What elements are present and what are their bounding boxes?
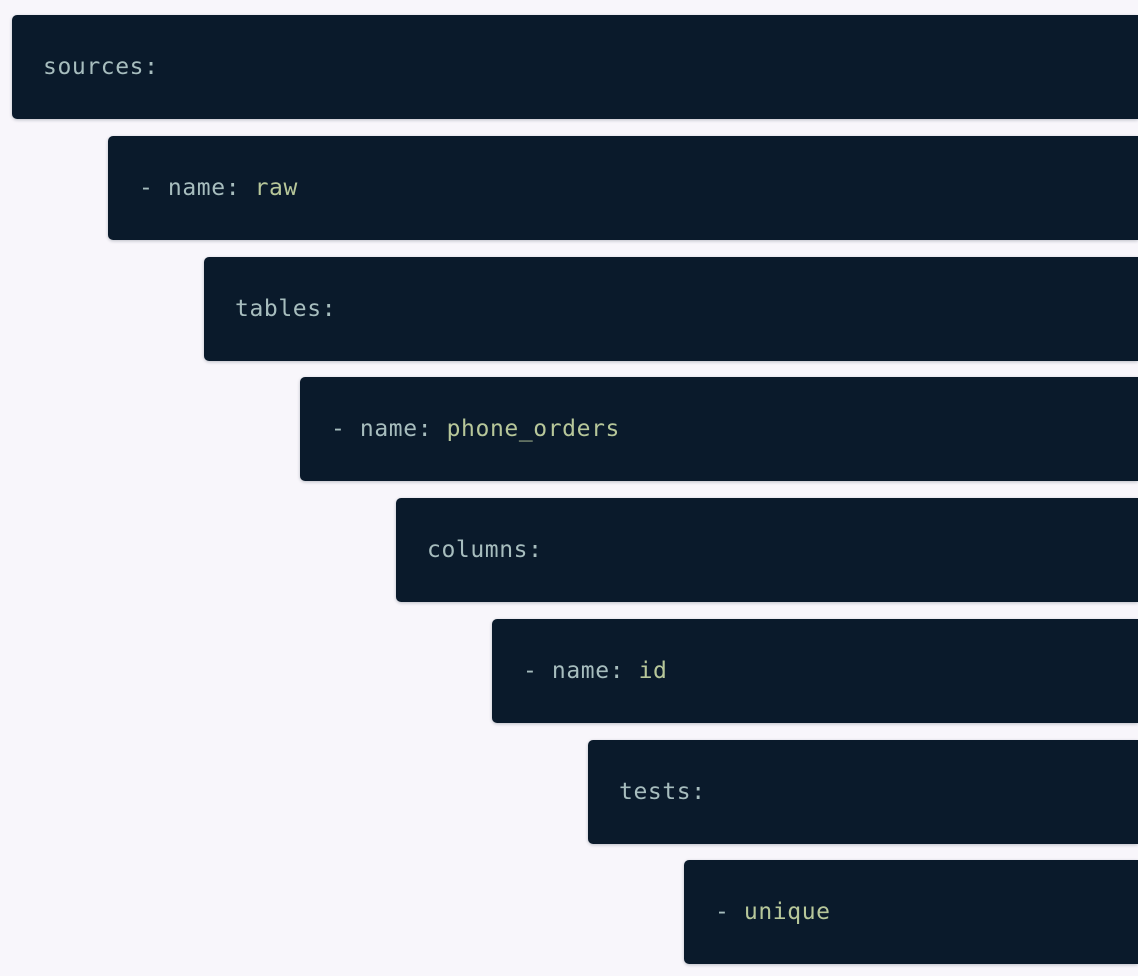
yaml-dash: - (331, 416, 360, 442)
yaml-line-columns: columns: (396, 498, 1138, 602)
yaml-line-table-name: - name: phone_orders (300, 377, 1138, 481)
yaml-key: tests (619, 779, 692, 805)
yaml-key: columns (427, 537, 529, 563)
yaml-value: unique (743, 899, 831, 925)
yaml-colon: : (528, 537, 543, 563)
yaml-line-tables: tables: (204, 257, 1138, 361)
yaml-value: phone_orders (446, 416, 620, 442)
yaml-line-column-name: - name: id (492, 619, 1138, 723)
yaml-key: name (551, 658, 610, 684)
yaml-colon: : (609, 658, 639, 684)
yaml-line-test-unique: - unique (684, 860, 1138, 964)
yaml-key: name (359, 416, 418, 442)
yaml-key: tables (235, 296, 322, 322)
yaml-line-sources: sources: (12, 15, 1138, 119)
yaml-value: raw (254, 175, 298, 201)
yaml-value: id (638, 658, 668, 684)
yaml-colon: : (417, 416, 447, 442)
yaml-dash: - (715, 899, 744, 925)
yaml-dash: - (523, 658, 552, 684)
yaml-colon: : (225, 175, 255, 201)
yaml-line-source-name: - name: raw (108, 136, 1138, 240)
yaml-colon: : (691, 779, 706, 805)
yaml-line-tests: tests: (588, 740, 1138, 844)
yaml-colon: : (144, 54, 159, 80)
yaml-key: sources (43, 54, 145, 80)
yaml-colon: : (321, 296, 337, 322)
yaml-dash: - (139, 175, 168, 201)
yaml-key: name (167, 175, 226, 201)
